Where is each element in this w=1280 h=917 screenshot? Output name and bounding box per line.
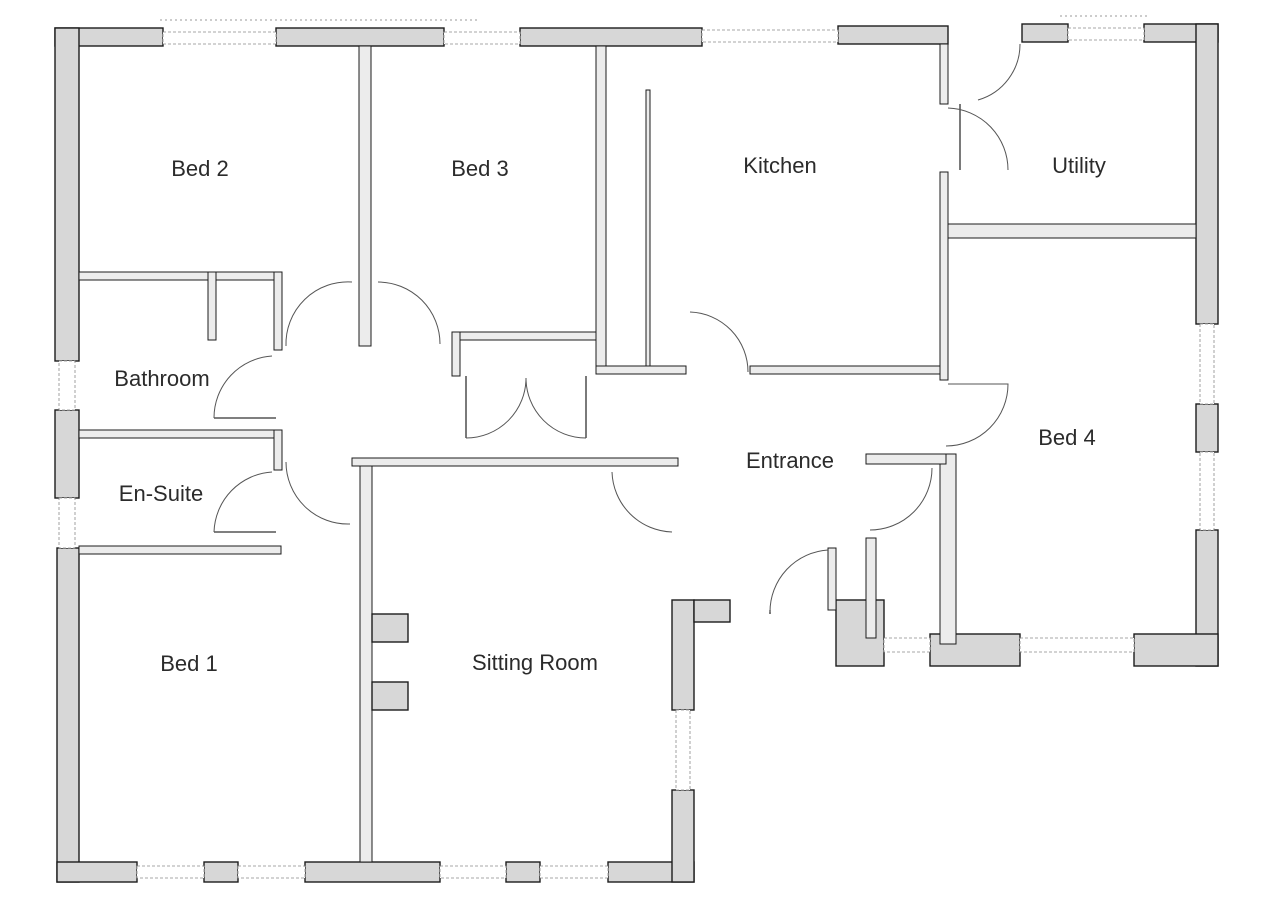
wall-kitchen-inner — [645, 89, 651, 369]
wall-right-sitting-upper — [671, 599, 695, 711]
window-bed3-top — [443, 31, 521, 45]
window-ensuite-left — [58, 497, 76, 549]
wall-entrance-right-top — [865, 453, 947, 465]
wall-top-bed2-bed3 — [275, 27, 445, 47]
wall-right-bed4-mullion — [1195, 403, 1219, 453]
wall-entrance-left — [827, 547, 837, 611]
wall-bed4-left — [939, 453, 957, 645]
wall-kitchen-bottom-right — [749, 365, 945, 375]
room-label-bed1: Bed 1 — [160, 651, 218, 676]
wall-kitchen-utility — [939, 43, 949, 105]
wall-left-bed1 — [56, 547, 80, 883]
wall-left-ensuite — [54, 409, 80, 499]
wall-bed2-bed3 — [358, 45, 372, 347]
doors — [213, 43, 1021, 614]
wall-top-bed3-kitchen — [519, 27, 703, 47]
wall-top-utility-left — [1021, 23, 1069, 43]
windows — [58, 15, 1215, 879]
window-sitting-bottom-b — [539, 865, 609, 879]
room-label-entrance: Entrance — [746, 448, 834, 473]
chimney-breast-bottom — [371, 681, 409, 711]
wall-bathroom-ensuite — [78, 429, 282, 439]
wall-bed3-kitchen — [595, 45, 607, 375]
interior-walls — [78, 43, 1197, 863]
wall-bottom-bed4-right — [1133, 633, 1219, 667]
wall-bottom-entrance-pier — [835, 599, 885, 667]
room-label-bed2: Bed 2 — [171, 156, 229, 181]
room-labels: Bed 2 Bed 3 Kitchen Utility Bathroom En-… — [114, 153, 1106, 676]
wall-sitting-top — [351, 457, 679, 467]
wall-right-sitting-lower — [671, 789, 695, 883]
wall-utility-bottom — [947, 223, 1197, 239]
window-bathroom-left — [58, 360, 76, 411]
window-bed1-bottom-b — [237, 865, 306, 879]
window-bed1-bottom-a — [136, 865, 205, 879]
wall-bathroom-top — [78, 271, 282, 281]
room-label-utility: Utility — [1052, 153, 1106, 178]
room-label-sitting-room: Sitting Room — [472, 650, 598, 675]
wall-kitchen-bottom-left — [595, 365, 687, 375]
wall-bathroom-stub — [207, 271, 217, 341]
wall-bottom-bed1-mullion — [203, 861, 239, 883]
wall-ensuite-right — [273, 429, 283, 471]
wall-entrance-right — [865, 537, 877, 639]
window-entrance-bottom — [883, 637, 931, 653]
wall-left-bed2 — [54, 27, 80, 362]
wall-bed1-sitting — [359, 459, 373, 863]
wall-store-top — [451, 331, 597, 341]
wall-kitchen-bed4 — [939, 171, 949, 381]
window-bed4-right-a — [1199, 323, 1215, 405]
room-label-bathroom: Bathroom — [114, 366, 209, 391]
window-sitting-bottom-a — [439, 865, 507, 879]
window-bed2-top — [162, 31, 277, 45]
wall-store-left — [451, 331, 461, 377]
room-label-bed4: Bed 4 — [1038, 425, 1096, 450]
wall-top-kitchen — [837, 25, 949, 45]
window-sitting-right — [675, 709, 691, 791]
wall-bottom-sitting-mullion — [505, 861, 541, 883]
room-label-en-suite: En-Suite — [119, 481, 203, 506]
window-bed4-bottom — [1019, 637, 1135, 653]
window-utility-top — [1067, 27, 1145, 41]
exterior-walls — [54, 23, 1219, 883]
window-kitchen-top — [701, 29, 839, 43]
wall-right-utility — [1195, 23, 1219, 325]
window-bed4-right-b — [1199, 451, 1215, 531]
wall-ensuite-bottom — [78, 545, 282, 555]
wall-bottom-bed1-left — [56, 861, 138, 883]
wall-bathroom-right — [273, 271, 283, 351]
wall-bottom-bed1-sitting — [304, 861, 441, 883]
chimney-breast-top — [371, 613, 409, 643]
wall-entrance-stub — [693, 599, 731, 623]
room-label-bed3: Bed 3 — [451, 156, 509, 181]
room-label-kitchen: Kitchen — [743, 153, 816, 178]
